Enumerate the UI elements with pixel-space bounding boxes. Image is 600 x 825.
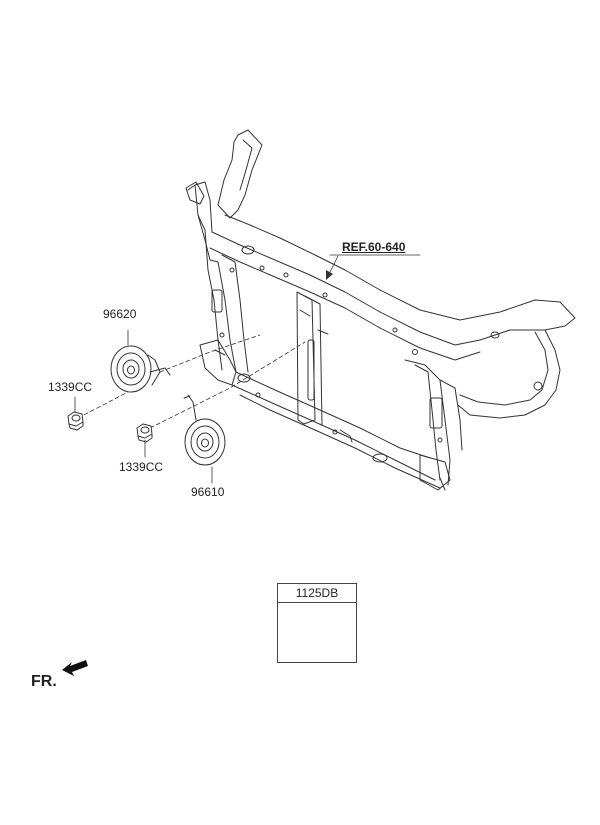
part-label-nut-upper[interactable]: 1339CC (48, 380, 93, 394)
nut-upper-dash (77, 391, 129, 419)
legend-part-number[interactable]: 1125DB (278, 584, 356, 603)
part-label-horn-low[interactable]: 96610 (191, 485, 225, 499)
horn-high (110, 345, 171, 393)
reference-label[interactable]: REF.60-640 (342, 240, 406, 254)
front-indicator-label: FR. (31, 673, 57, 690)
radiator-support-panel (185, 129, 576, 491)
ref-arrow-head (326, 270, 333, 280)
horn-high-dash (159, 334, 261, 373)
part-label-horn-high[interactable]: 96620 (103, 307, 137, 321)
horn-low (183, 394, 226, 466)
legend-box: 1125DB (277, 583, 357, 663)
nut-lower-dash (149, 341, 306, 429)
nut-lower (136, 423, 153, 443)
nut-upper (67, 411, 84, 431)
part-label-nut-lower[interactable]: 1339CC (119, 460, 164, 474)
front-arrow-icon (62, 660, 88, 676)
